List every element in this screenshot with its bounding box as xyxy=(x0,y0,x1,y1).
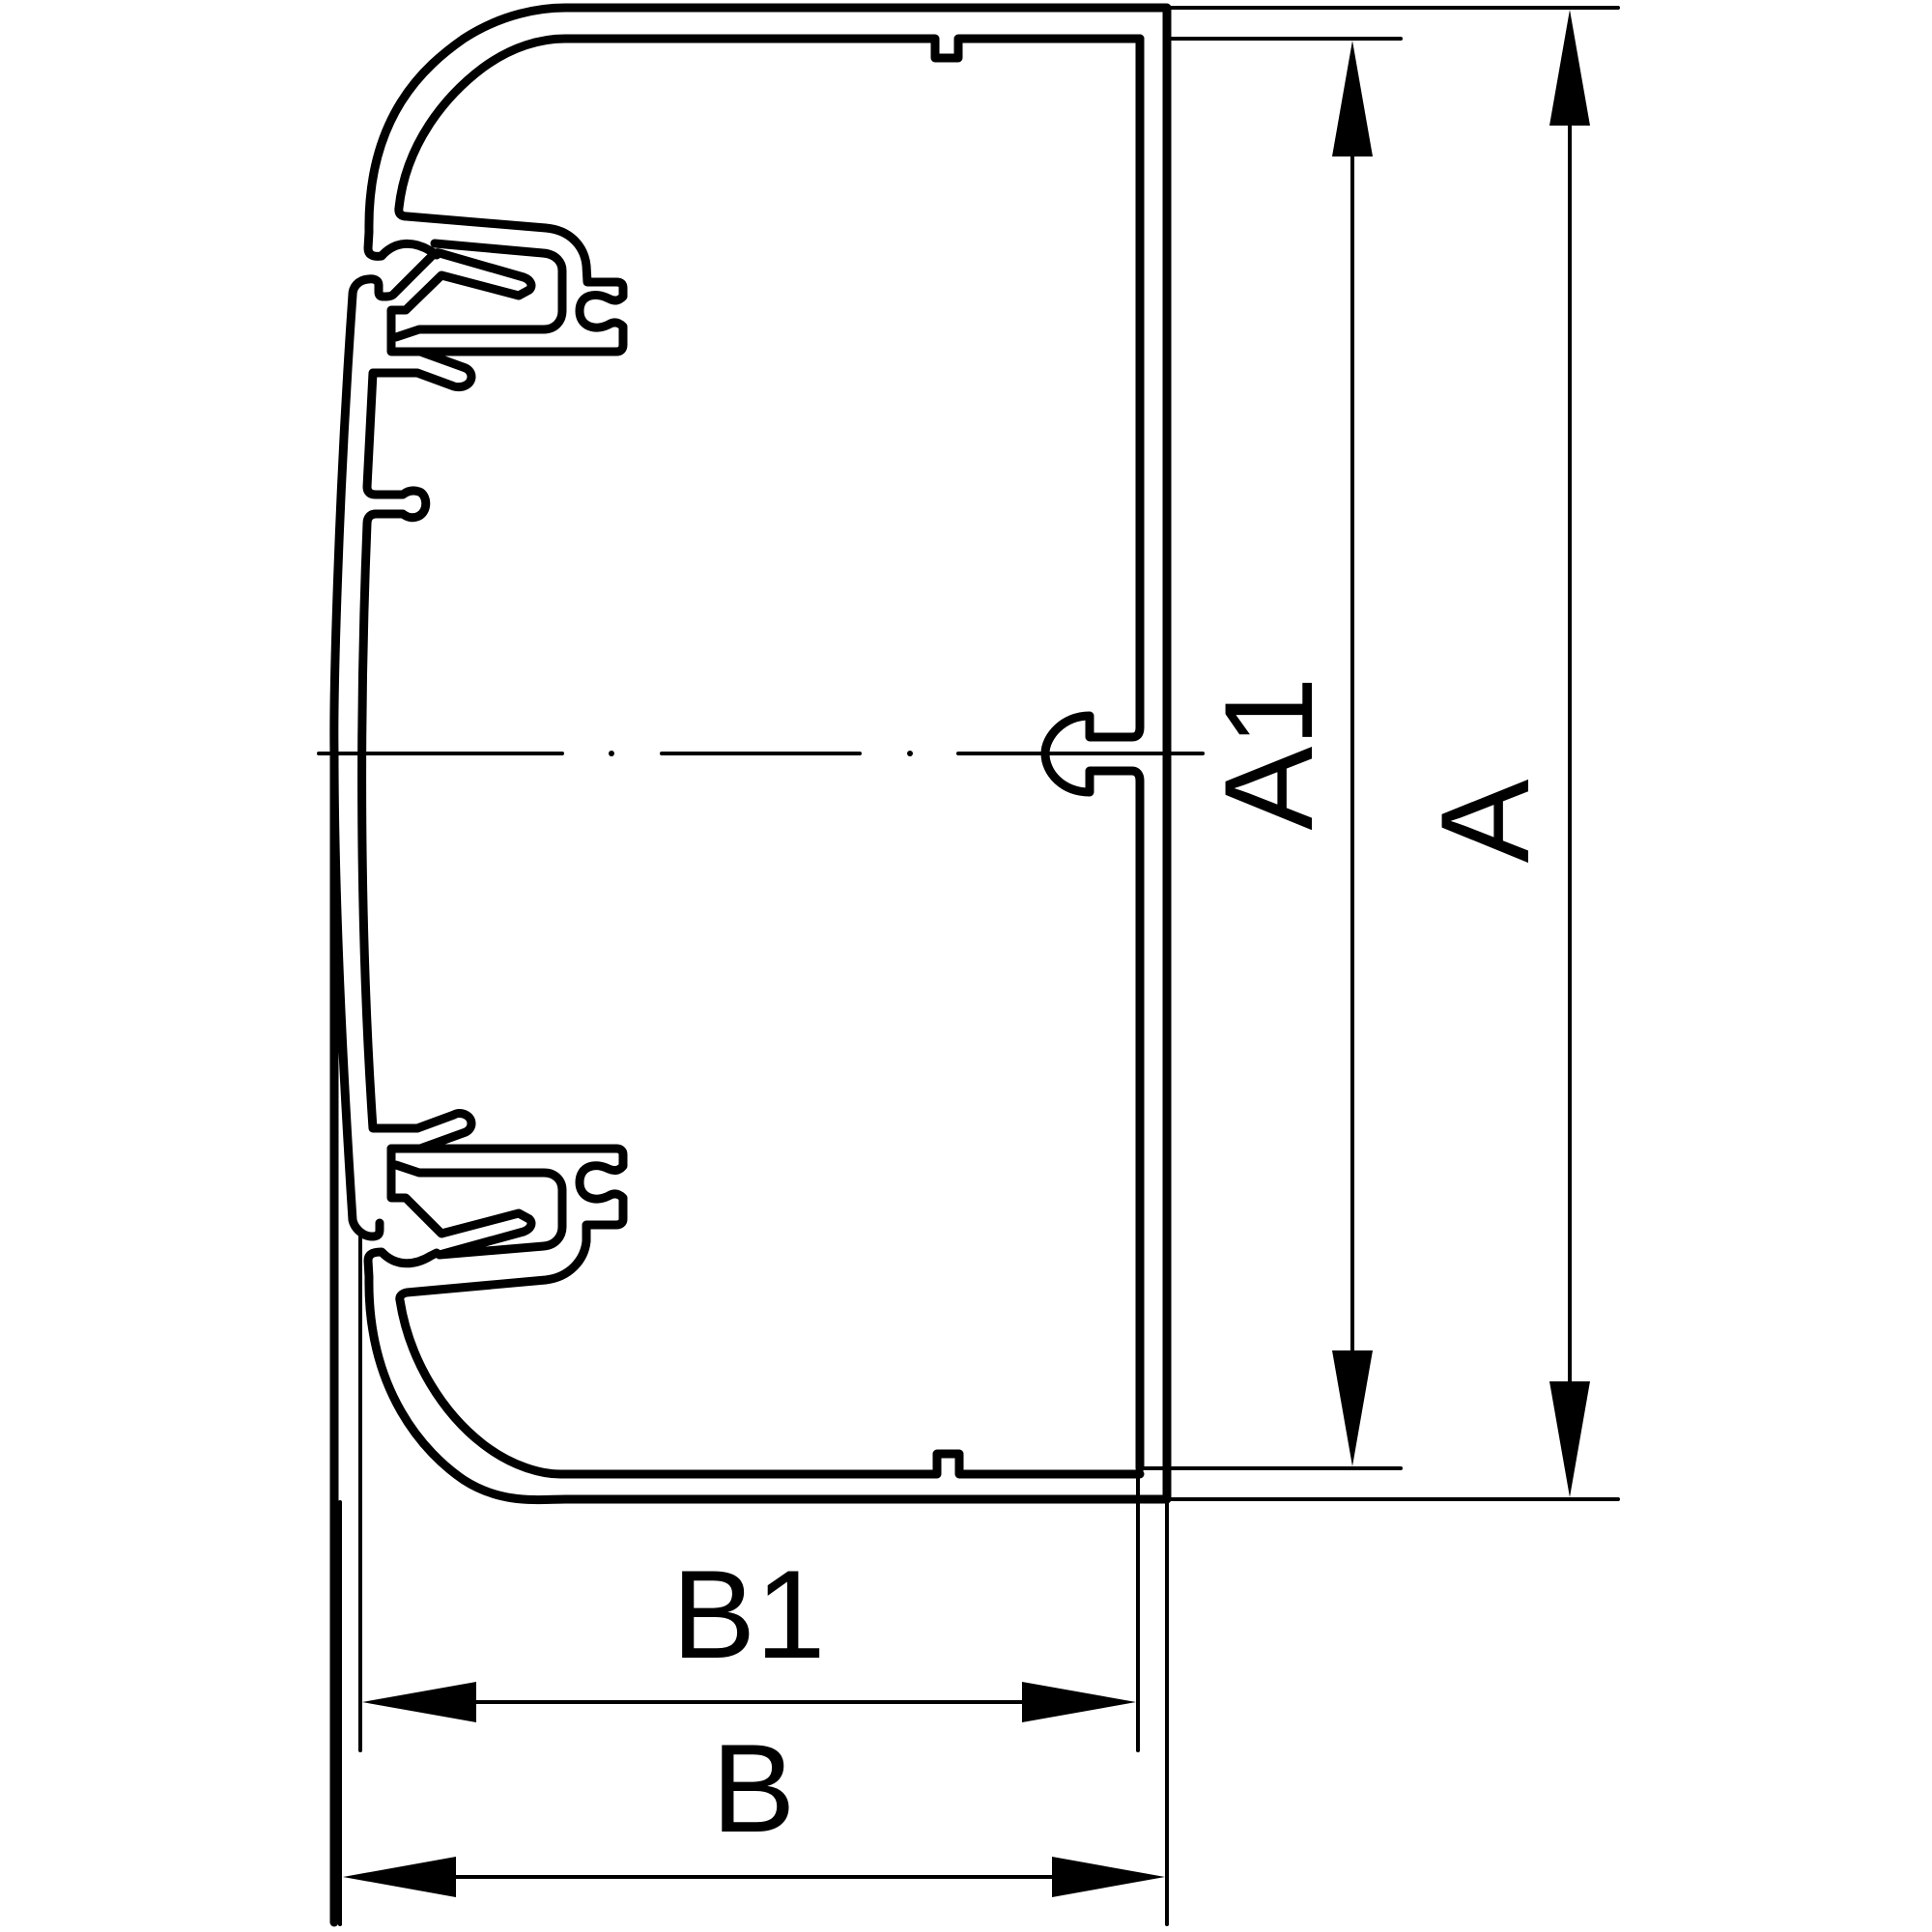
top-outer-wall xyxy=(363,3,1171,261)
dimension-label-b: B xyxy=(712,1718,796,1859)
bottom-outer-wall xyxy=(363,1247,1171,1505)
top-clip-inner xyxy=(391,239,567,342)
top-hook xyxy=(357,347,476,1153)
bottom-clip xyxy=(386,1144,1145,1479)
bottom-clip-inner xyxy=(386,1144,567,1260)
arrowhead-icon xyxy=(1549,1381,1590,1497)
arrowhead-icon xyxy=(1332,41,1373,156)
centerline xyxy=(317,751,1205,756)
arrowhead-icon xyxy=(1549,10,1590,126)
arrowhead-icon xyxy=(343,1857,456,1897)
dimension-label-a1: A1 xyxy=(1198,676,1339,830)
arrowhead-icon xyxy=(1052,1857,1165,1897)
dimension-label-b1: B1 xyxy=(671,1544,825,1685)
dimension-b1: B1 xyxy=(362,1544,1136,1722)
arrowhead-icon xyxy=(1022,1682,1136,1722)
top-inner-wall xyxy=(348,34,1145,356)
dimension-a1: A1 xyxy=(1198,41,1373,1466)
dimension-label-a: A xyxy=(1414,779,1555,863)
arrowhead-icon xyxy=(362,1682,476,1722)
dimension-b: B xyxy=(343,1718,1165,1897)
arrowhead-icon xyxy=(1332,1350,1373,1466)
extension-lines xyxy=(338,6,1620,1926)
dimension-a: A xyxy=(1414,10,1590,1497)
